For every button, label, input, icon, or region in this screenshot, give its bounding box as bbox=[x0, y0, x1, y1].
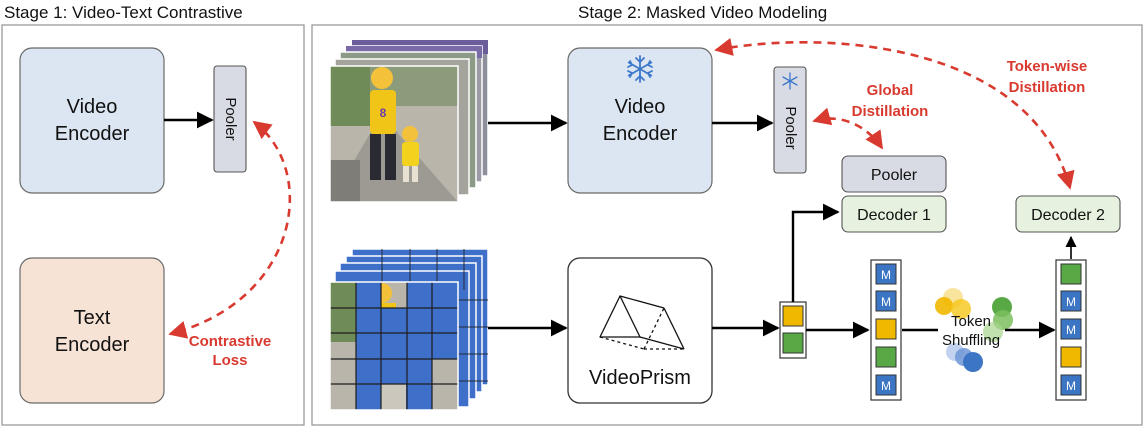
visible-tokens bbox=[779, 301, 807, 359]
tokenwise-distillation-line2: Distillation bbox=[1009, 79, 1086, 96]
stage1-text-encoder-line2: Encoder bbox=[55, 334, 130, 356]
token-shuffling-icon bbox=[935, 288, 1013, 372]
stage2-video-encoder-line1: Video bbox=[615, 96, 666, 118]
decoder2: Decoder 2 bbox=[1015, 195, 1121, 233]
contrastive-label-line2: Loss bbox=[212, 352, 247, 369]
stage1-pooler: Pooler bbox=[213, 65, 247, 173]
stage2-pooler-small-label: Pooler bbox=[782, 106, 799, 149]
stage2-video-encoder: Video Encoder bbox=[567, 47, 713, 194]
mask-token-1a: M bbox=[881, 268, 891, 282]
mask-token-2a: M bbox=[1066, 295, 1076, 309]
contrastive-label-line1: Contrastive bbox=[189, 333, 272, 350]
stage2-panel bbox=[311, 24, 1143, 426]
mask-token-2b: M bbox=[1066, 323, 1076, 337]
decoder2-label: Decoder 2 bbox=[1031, 207, 1105, 224]
stage1-panel bbox=[1, 24, 305, 426]
stage1-video-encoder-line1: Video bbox=[67, 96, 118, 118]
global-distillation-line1: Global bbox=[867, 82, 914, 99]
mask-grid bbox=[330, 282, 458, 410]
stage1-video-encoder: Video Encoder bbox=[19, 47, 165, 194]
mask-token-column-2: M M M bbox=[1055, 259, 1087, 401]
stage1-video-encoder-line2: Encoder bbox=[55, 123, 130, 145]
stage1-title: Stage 1: Video-Text Contrastive bbox=[4, 3, 243, 22]
tokenwise-distillation-line1: Token-wise bbox=[1007, 58, 1088, 75]
stage2-pooler-label: Pooler bbox=[871, 167, 918, 184]
mask-token-2c: M bbox=[1066, 379, 1076, 393]
decoder1-label: Decoder 1 bbox=[857, 207, 931, 224]
snowflake-icon bbox=[627, 55, 653, 83]
token-shuffling-line2: Shuffling bbox=[942, 332, 1000, 349]
stage1-text-encoder-line1: Text bbox=[74, 307, 111, 329]
global-distillation-line2: Distillation bbox=[852, 103, 929, 120]
contrastive-loss-arrow bbox=[168, 120, 292, 339]
mask-token-1b: M bbox=[881, 295, 891, 309]
videoprism-box: VideoPrism bbox=[567, 257, 713, 404]
video-frames-image: 8 bbox=[329, 39, 489, 203]
stage2-video-encoder-line2: Encoder bbox=[603, 123, 678, 145]
tokens-to-decoder1-arrow bbox=[791, 203, 840, 302]
global-distillation-arrow bbox=[812, 107, 884, 150]
stage1-pooler-label: Pooler bbox=[222, 97, 239, 140]
mask-token-column-1: M M M bbox=[870, 259, 902, 401]
stage2-pooler: Pooler bbox=[841, 155, 947, 193]
token-shuffling-line1: Token bbox=[951, 313, 991, 330]
decoder1: Decoder 1 bbox=[841, 195, 947, 233]
svg-text:8: 8 bbox=[380, 106, 387, 120]
videoprism-label: VideoPrism bbox=[589, 367, 691, 389]
stage2-title: Stage 2: Masked Video Modeling bbox=[578, 3, 827, 22]
stage1-text-encoder: Text Encoder bbox=[19, 257, 165, 404]
mask-token-1c: M bbox=[881, 379, 891, 393]
tokenwise-distillation-arrow bbox=[714, 37, 1075, 190]
masked-video-frames-image bbox=[329, 248, 489, 411]
prism-icon bbox=[599, 295, 685, 350]
